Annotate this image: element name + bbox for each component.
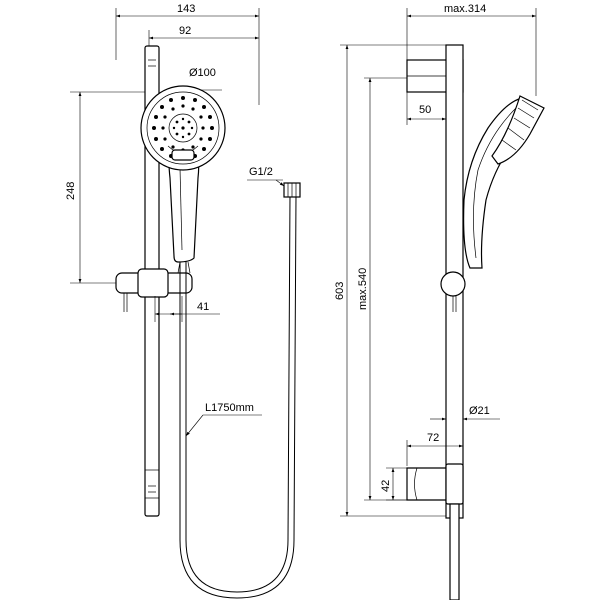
- dim-g12: G1/2: [247, 166, 285, 187]
- dim-d21: Ø21: [430, 405, 500, 421]
- dim-max540: max.540: [357, 77, 407, 501]
- dim-248: 248: [65, 91, 158, 284]
- label-50: 50: [419, 104, 431, 116]
- label-603: 603: [334, 282, 346, 300]
- label-max540: max.540: [357, 268, 369, 310]
- dim-143: 143: [115, 3, 260, 105]
- label-92: 92: [179, 25, 191, 37]
- side-handset: [463, 95, 545, 269]
- side-lower-bracket: [406, 463, 464, 601]
- dim-max314: max.314: [406, 3, 537, 96]
- front-handset-handle: [168, 151, 200, 263]
- side-view: max.314 603 max.540 50: [334, 3, 545, 601]
- label-d21: Ø21: [469, 405, 490, 417]
- label-d100: Ø100: [189, 67, 216, 79]
- dim-l1750: L1750mm: [185, 402, 262, 437]
- label-g12: G1/2: [249, 166, 273, 178]
- dim-603: 603: [334, 44, 446, 517]
- label-l1750: L1750mm: [205, 402, 254, 414]
- label-41: 41: [197, 301, 209, 313]
- label-max314: max.314: [444, 3, 486, 15]
- dim-41: 41: [154, 296, 220, 322]
- label-248: 248: [65, 182, 77, 200]
- front-shower-head: [140, 85, 226, 171]
- label-72: 72: [427, 432, 439, 444]
- dim-50: 50: [406, 92, 447, 125]
- dim-42: 42: [380, 467, 407, 501]
- label-143: 143: [177, 3, 195, 15]
- label-42: 42: [380, 480, 392, 492]
- front-hose: [179, 182, 301, 599]
- front-view: 143 92 Ø100 248: [65, 3, 301, 599]
- side-slider: [440, 271, 466, 312]
- front-slider: [115, 261, 193, 312]
- dim-92: 92: [148, 25, 259, 52]
- dim-72: 72: [406, 432, 464, 466]
